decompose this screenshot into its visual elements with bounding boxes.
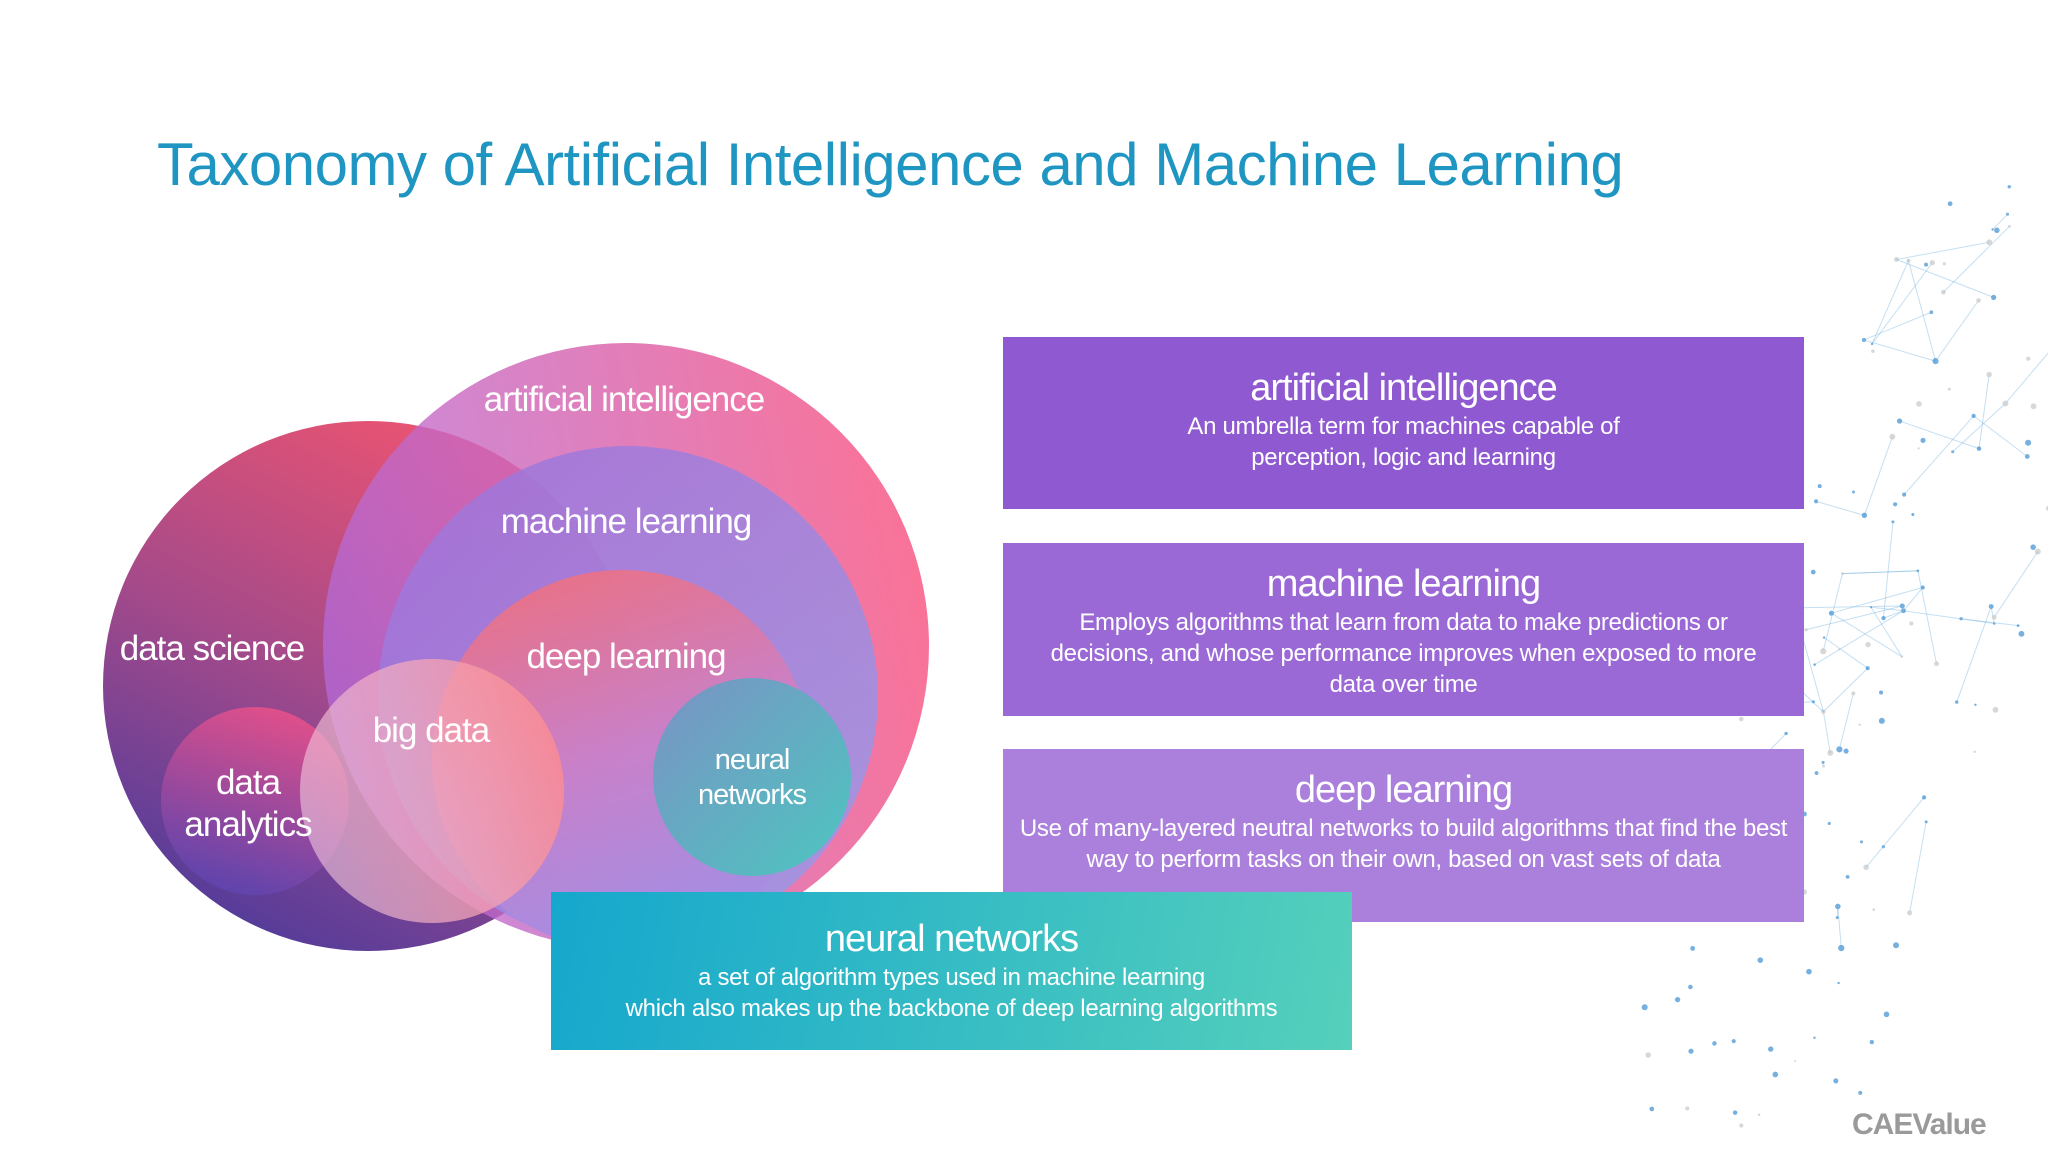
caevalue-logo: CAEValue (1852, 1108, 1987, 1141)
venn-label-artificial-intelligence: artificial intelligence (483, 380, 765, 419)
page-title: Taxonomy of Artificial Intelligence and … (157, 131, 1624, 198)
card-description-line-1: a set of algorithm types used in machine… (698, 963, 1205, 991)
card-title: machine learning (1266, 563, 1541, 605)
card-artificial-intelligence: artificial intelligence An umbrella term… (1003, 337, 1804, 509)
card-machine-learning: machine learning Employs algorithms that… (1003, 543, 1804, 716)
card-title: neural networks (824, 918, 1079, 960)
venn-label-data-analytics: data analytics (184, 763, 312, 844)
neural-networks-circle (653, 678, 851, 876)
venn-label-data-science: data science (119, 629, 306, 668)
card-description: An umbrella term for machines capable of… (1187, 412, 1620, 471)
data-analytics-circle (161, 707, 349, 895)
card-neural-networks: neural networks a set of algorithm types… (551, 892, 1352, 1050)
card-title: artificial intelligence (1250, 367, 1558, 409)
big-data-circle (300, 659, 564, 923)
venn-label-neural-networks: neural networks (697, 744, 807, 811)
venn-label-deep-learning: deep learning (526, 637, 726, 676)
card-description-line-2: which also makes up the backbone of deep… (625, 994, 1278, 1022)
card-title: deep learning (1294, 769, 1513, 811)
venn-label-machine-learning: machine learning (500, 502, 753, 541)
venn-diagram (103, 343, 929, 951)
card-description: Use of many-layered neutral networks to … (1019, 814, 1788, 873)
card-description: Employs algorithms that learn from data … (1050, 608, 1757, 698)
venn-label-big-data: big data (372, 711, 491, 750)
